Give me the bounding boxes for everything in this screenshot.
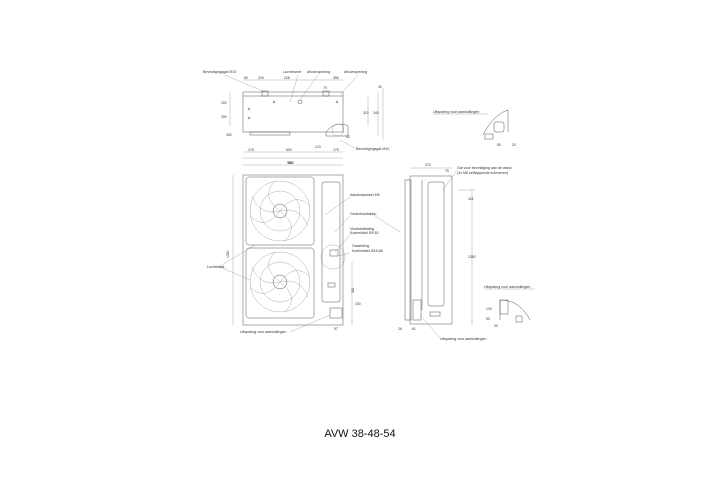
dim: 228 (284, 76, 290, 80)
label-liquid-line: Vloeistofleiding (350, 227, 374, 231)
dim: 20 (512, 143, 516, 147)
model-caption: AVW 38-48-54 (324, 428, 396, 440)
label-service-hatch: Onderhoudsklep (350, 212, 376, 216)
dim: 1380 (226, 250, 230, 258)
label-wall-mount-hole: Gat voor bevestiging aan de wand (457, 166, 512, 170)
dim: 53 (346, 135, 350, 139)
dim: 175 (333, 148, 339, 152)
side-view: 370 75 116 1350 26 61 Gat voor bevestigi… (398, 109, 535, 341)
top-view: Bevestigingsgat M10 Luchtinvoer Afvoerop… (203, 70, 389, 165)
dim: 1350 (468, 255, 476, 259)
label-air-intake: Luchtinvoer (283, 70, 302, 74)
dim: 600 (286, 148, 292, 152)
dim: 26 (398, 327, 402, 331)
dim: 75 (445, 169, 449, 173)
dim: 226 (258, 76, 264, 80)
label-air-inlet: Luchtinlaat (207, 265, 224, 269)
label-connection-cutout: Uitsparing voor aansluitingen (240, 330, 286, 334)
dim: 30 (494, 324, 498, 328)
dim: 950 (287, 161, 293, 165)
label-connection-panel: Aansluitpaneel M5 (350, 193, 380, 197)
dim: 61 (412, 327, 416, 331)
label-cutout-detail-top: Uitsparing voor aansluitingen (433, 110, 479, 114)
label-gas-line: Gasleiding (352, 244, 369, 248)
dim: 150 (221, 101, 227, 105)
dim: 310 (363, 111, 369, 115)
label-gas-line-size: Koelmiddel Ø15,88 (352, 249, 383, 253)
label-cutout-side-bottom: Uitsparing voor aansluitingen (440, 337, 486, 341)
dim: 581 (351, 287, 355, 293)
label-liquid-line-size: Koelmiddel Ø9,52 (350, 231, 379, 235)
dim: 358 (333, 76, 339, 80)
label-drain-opening-2: Afvoeropening (344, 70, 367, 74)
dim: 40 (378, 85, 382, 89)
dim: 57 (334, 327, 338, 331)
dim: 50 (486, 317, 490, 321)
dim: 80 (497, 143, 501, 147)
dim: 175 (248, 148, 254, 152)
label-cutout-detail-bottom: Uitsparing voor aansluitingen (484, 285, 530, 289)
label-mounting-hole-m10-2: Bevestigingsgat M10 (356, 147, 389, 151)
label-drain-opening-1: Afvoeropening (307, 70, 330, 74)
dim: 950 (288, 161, 294, 165)
label-wall-mount-screws: (4x M6 zelftappende schroeven) (457, 171, 508, 175)
dim: 150 (355, 302, 361, 306)
dim: 116 (468, 197, 474, 201)
dim: 200 (221, 115, 227, 119)
label-mounting-hole-m10: Bevestigingsgat M10 (203, 70, 236, 74)
dim: 70 (323, 86, 327, 90)
dim: 340 (373, 111, 379, 115)
dim: 130 (486, 307, 492, 311)
dim: 123 (315, 145, 321, 149)
dim: 330 (226, 133, 232, 137)
dim: 60 (244, 76, 248, 80)
front-view: 950 1380 581 57 150 Aansluitpaneel M5 On… (207, 161, 401, 334)
dim: 370 (425, 163, 431, 167)
